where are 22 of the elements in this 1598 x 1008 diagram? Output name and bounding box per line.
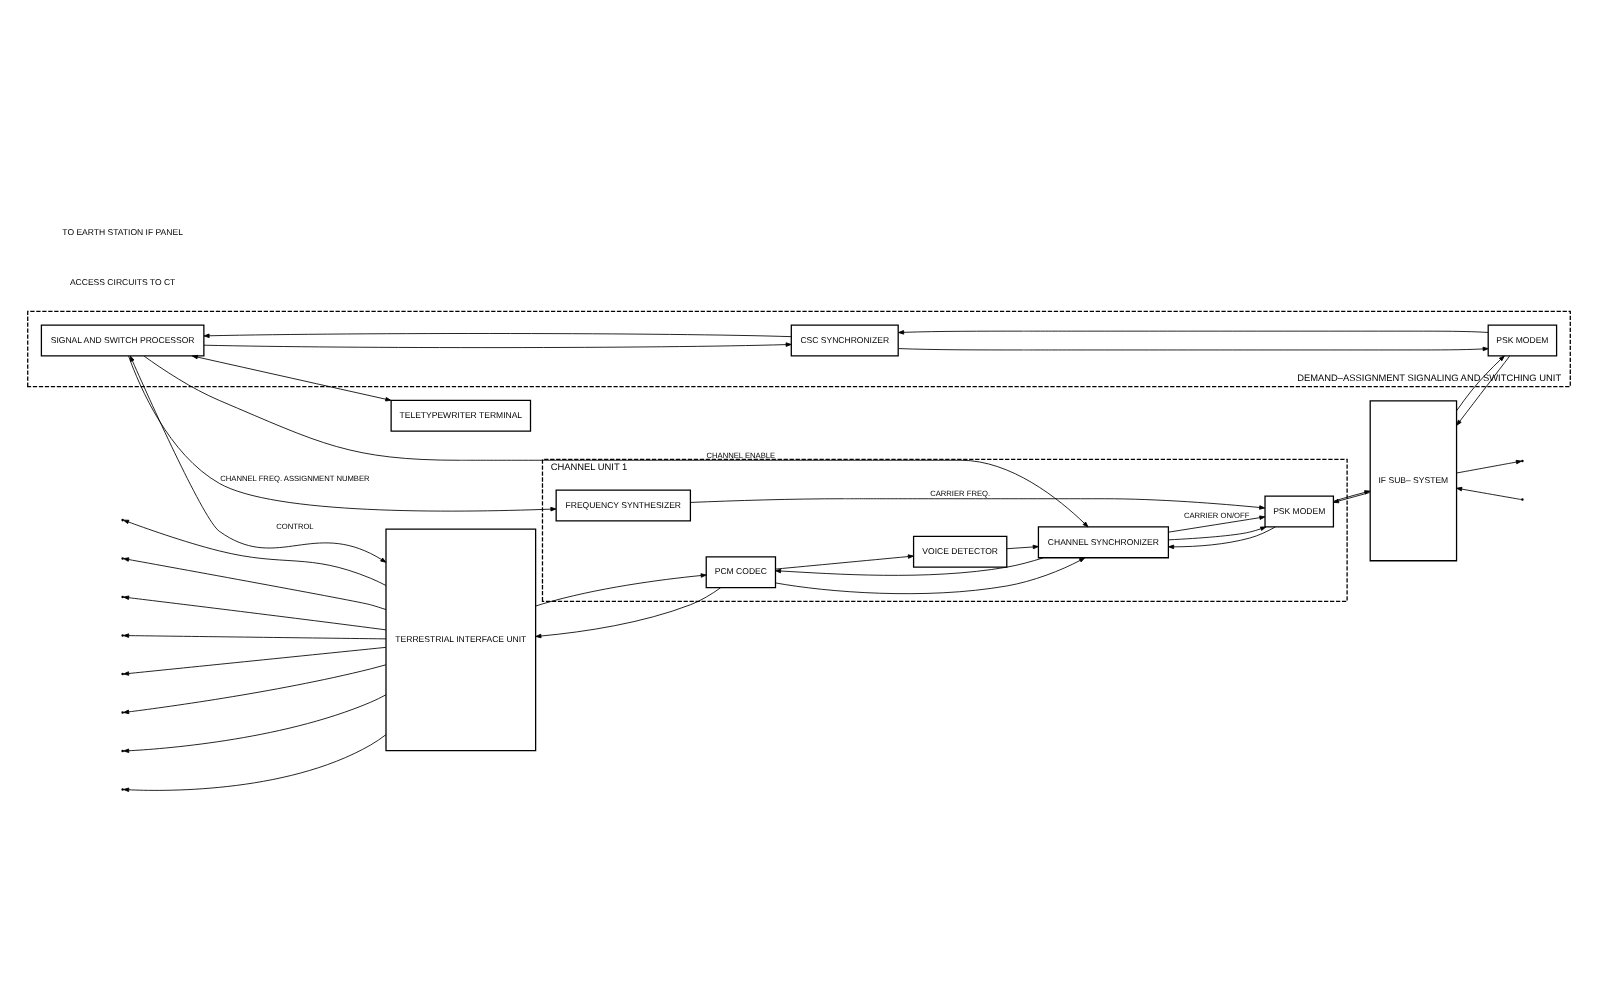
arrow [775,557,1086,595]
arrow [1168,526,1267,541]
arrow [143,355,1089,528]
arrow [123,633,387,640]
arrow [1456,355,1511,426]
arrow [775,554,914,570]
arrow [128,355,557,512]
arrow [203,333,792,338]
arrow [1168,515,1266,533]
arrow [129,355,387,563]
arrow [191,354,392,402]
arrow [1168,526,1276,550]
arrow [203,342,792,348]
arrow [1456,355,1505,412]
arrow [1456,486,1522,500]
arrow [775,557,1044,576]
arrow [690,498,1266,510]
arrow [1006,544,1039,550]
arrow [535,573,707,607]
arrow [898,330,1489,335]
arrow [898,346,1489,352]
arrow [535,587,721,639]
